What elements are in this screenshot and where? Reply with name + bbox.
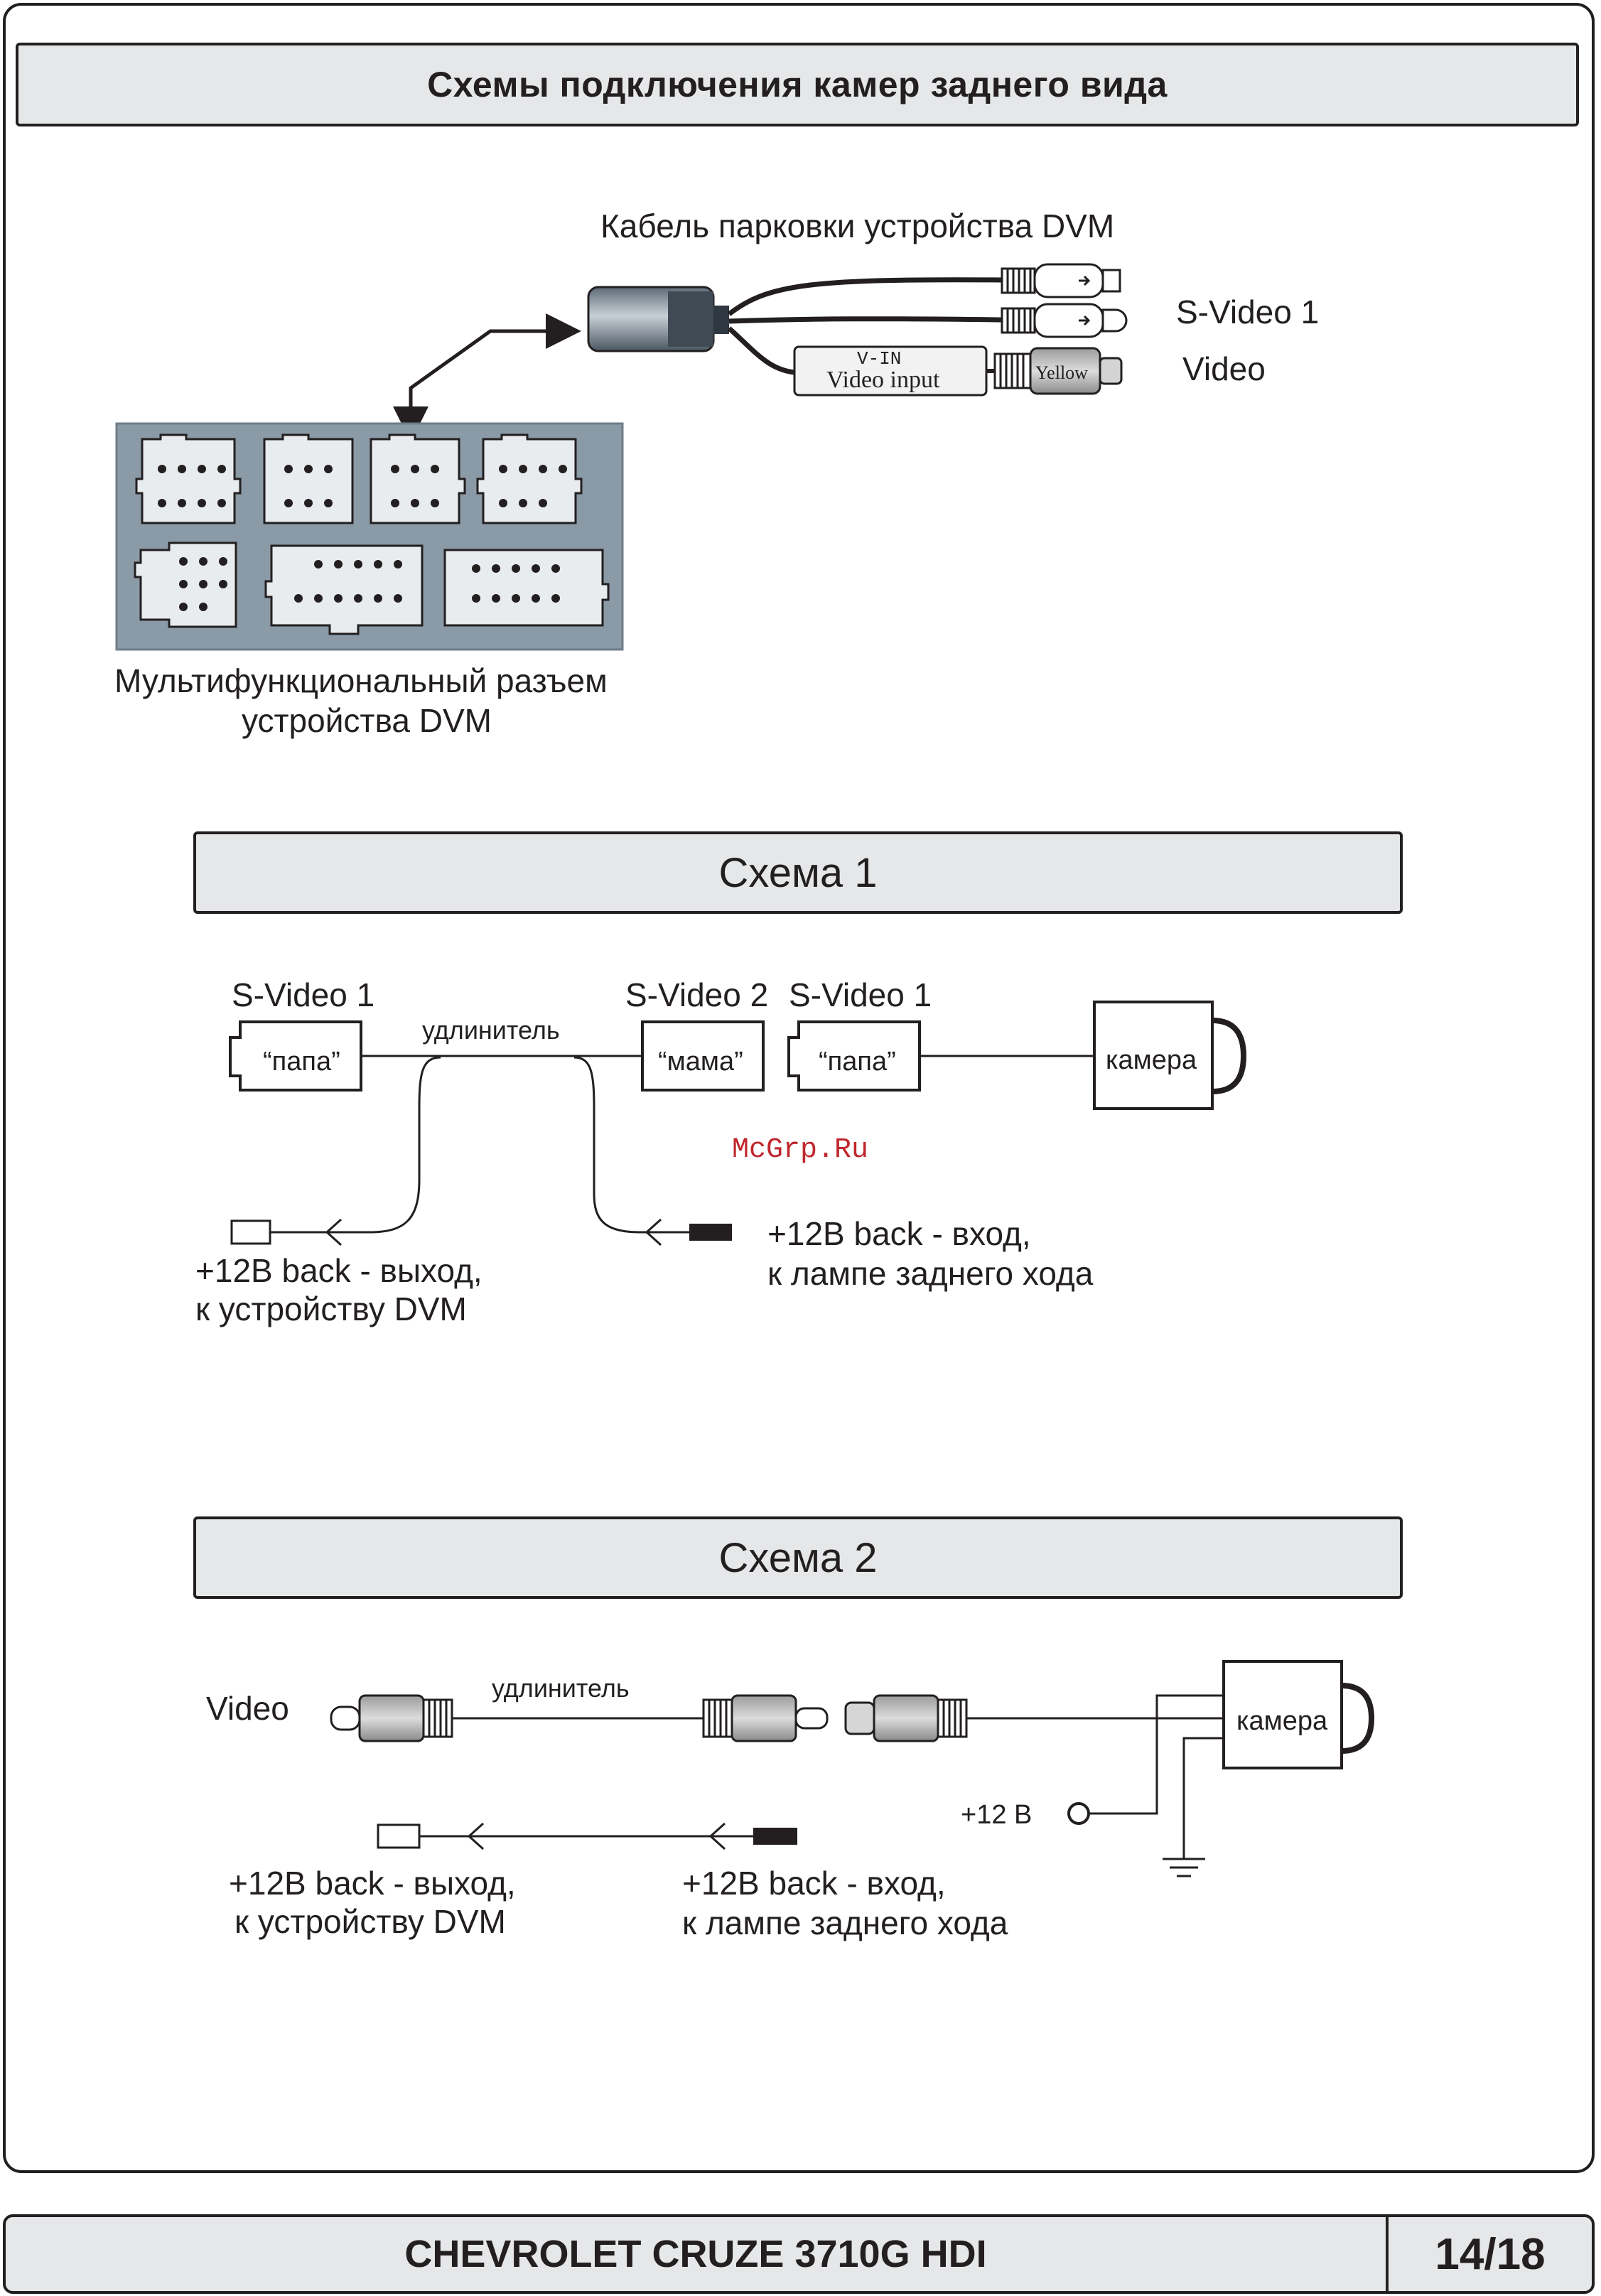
video-label: Video	[206, 1690, 289, 1727]
video-label: Video	[1182, 350, 1266, 387]
rca-plug-icon	[844, 1694, 968, 1742]
in-line2: к лампе заднего хода	[767, 1255, 1094, 1292]
cable-wire-1	[727, 277, 1003, 316]
svideo2-label: S-Video 2	[625, 976, 768, 1013]
scheme-1-title: Схема 1	[193, 831, 1403, 914]
output-terminal	[230, 1219, 271, 1245]
dvm-parking-plug	[587, 286, 729, 352]
link-arrow	[409, 313, 581, 425]
input-terminal	[753, 1828, 797, 1845]
papa-left-connector	[229, 1020, 362, 1092]
vin-text: V-IN	[857, 348, 901, 370]
camera-label: камера	[1236, 1706, 1328, 1736]
mama-label: “мама”	[658, 1047, 743, 1077]
cable-wire-3	[727, 326, 795, 375]
in-line1: +12В back - вход,	[767, 1215, 1031, 1252]
scheme-2-diagram: Video удлинитель камера	[206, 1660, 1375, 1941]
output-wire	[270, 1056, 441, 1234]
rca-plug-icon	[702, 1694, 829, 1742]
video-input-text: Video input	[826, 367, 940, 393]
page-number: 14/18	[1435, 2229, 1546, 2279]
mama-connector	[641, 1020, 765, 1092]
svideo-plug-icon	[1001, 303, 1128, 338]
connector-caption-line1: Мультифункциональный разъем	[114, 662, 608, 699]
scheme-2-title: Схема 2	[193, 1516, 1403, 1599]
out-line2: к устройству DVM	[195, 1290, 467, 1327]
out-line2: к устройству DVM	[235, 1903, 506, 1940]
papa-right-label: “папа”	[819, 1047, 896, 1077]
papa-left-label: “папа”	[263, 1047, 340, 1077]
cable-wire-2	[728, 316, 1003, 324]
scheme-1-diagram: S-Video 1 S-Video 2 S-Video 1 удлинитель…	[195, 976, 1247, 1327]
power-terminal-icon	[1067, 1802, 1090, 1825]
svideo1-right-label: S-Video 1	[789, 976, 932, 1013]
extension-label: удлинитель	[492, 1674, 630, 1703]
page-title: Схемы подключения камер заднего вида	[16, 43, 1579, 126]
power-label: +12 В	[961, 1800, 1032, 1830]
footer-bar: CHEVROLET CRUZE 3710G HDI 14/18	[3, 2214, 1595, 2294]
in-line2: к лампе заднего хода	[682, 1904, 1008, 1941]
page-frame	[3, 3, 1595, 2173]
rca-plug-icon	[330, 1694, 453, 1742]
svideo1-left-label: S-Video 1	[232, 976, 374, 1013]
yellow-text: Yellow	[1035, 362, 1088, 383]
output-terminal	[377, 1823, 421, 1849]
camera-box	[1093, 1001, 1214, 1110]
ground-wire	[1182, 1737, 1224, 1859]
connector-caption-line2: устройства DVM	[242, 702, 492, 739]
svideo-plug-icon	[1001, 263, 1121, 298]
top-section: Кабель парковки устройства DVM	[114, 207, 1319, 739]
in-line1: +12В back - вход,	[682, 1865, 946, 1902]
camera-loop	[1341, 1683, 1375, 1754]
extension-label: удлинитель	[422, 1015, 560, 1045]
camera-loop	[1212, 1018, 1247, 1094]
footer-model: CHEVROLET CRUZE 3710G HDI	[6, 2217, 1389, 2291]
camera-label: камера	[1106, 1045, 1197, 1075]
cable-label: Кабель парковки устройства DVM	[600, 207, 1114, 244]
input-terminal	[689, 1224, 732, 1241]
ground-icon	[1163, 1858, 1205, 1877]
watermark: McGrp.Ru	[732, 1134, 868, 1166]
out-line1: +12В back - выход,	[229, 1865, 516, 1902]
papa-right-connector	[787, 1020, 921, 1092]
rca-yellow-plug-icon	[993, 347, 1123, 395]
camera-box	[1222, 1660, 1343, 1769]
input-wire	[573, 1056, 689, 1234]
svideo-label: S-Video 1	[1176, 293, 1319, 330]
multifunction-connector	[115, 422, 624, 651]
out-line1: +12В back - выход,	[195, 1252, 483, 1289]
power-wire	[1089, 1694, 1224, 1815]
